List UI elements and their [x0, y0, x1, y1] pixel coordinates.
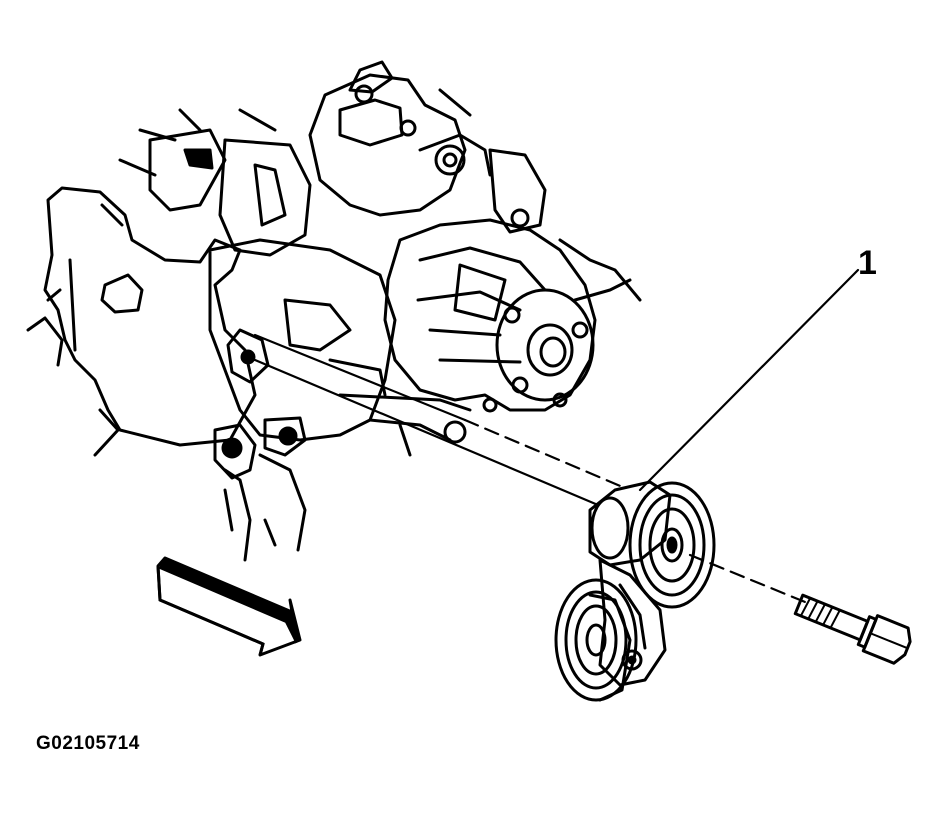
- tensioner-bolt: [793, 593, 912, 665]
- drive-belt-tensioner: [554, 480, 716, 702]
- idler-pulley: [554, 578, 638, 702]
- front-direction-arrow-icon: [156, 556, 302, 657]
- figure-id: G02105714: [36, 733, 140, 754]
- engine-block: [26, 60, 642, 562]
- callout-number-1: 1: [858, 244, 877, 282]
- installation-guide-lines: [246, 333, 807, 604]
- tensioner-pulley: [628, 481, 716, 609]
- callout-leader-line: [638, 268, 860, 492]
